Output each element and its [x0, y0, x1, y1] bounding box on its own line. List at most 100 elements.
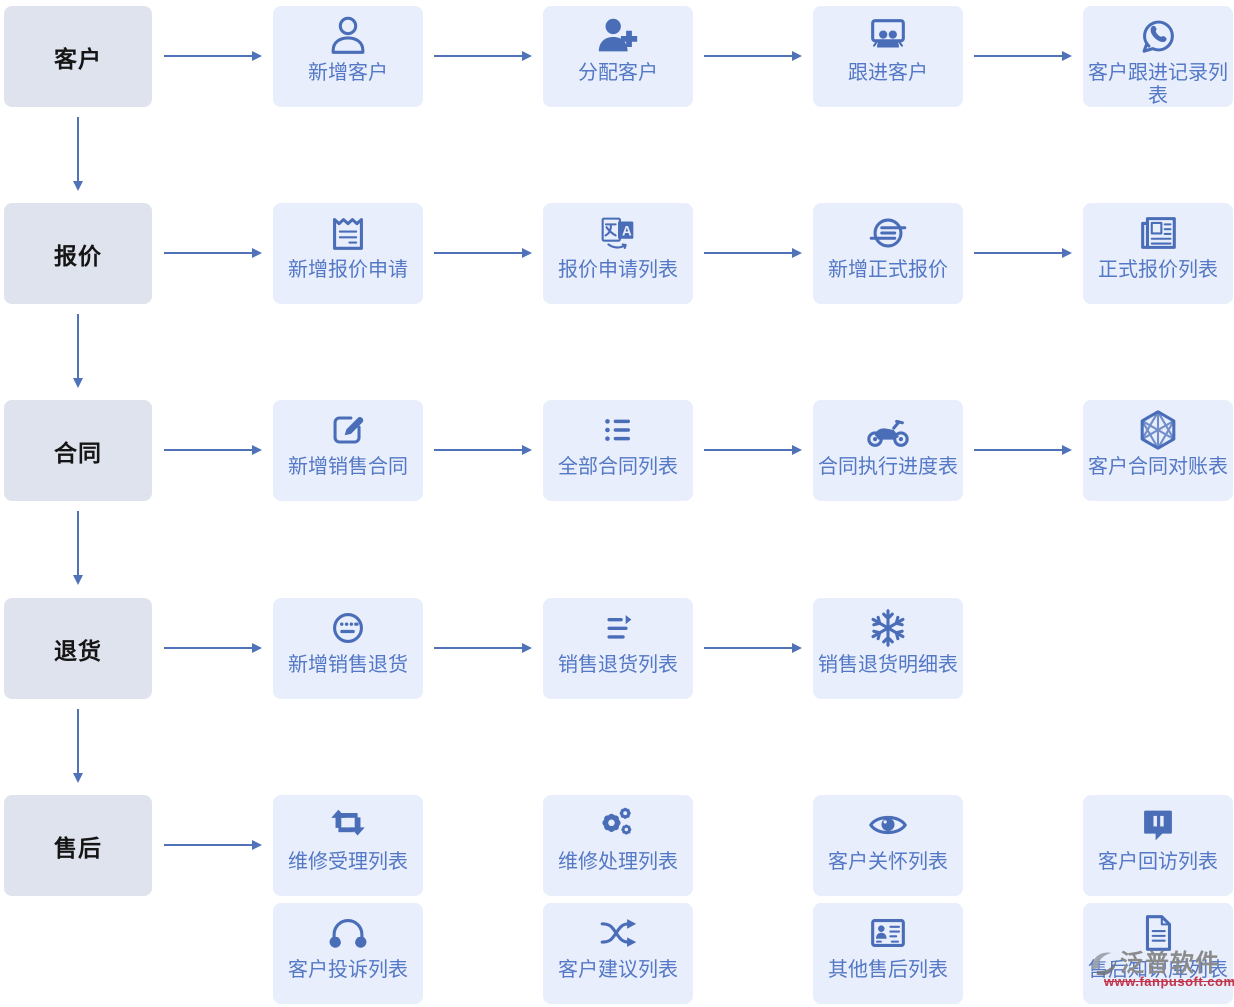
flow-node-contract-progress[interactable]: 合同执行进度表	[813, 400, 963, 501]
user-add-icon	[595, 13, 641, 59]
arrow-right	[704, 643, 802, 653]
flow-node-add-quote-request[interactable]: 新增报价申请	[273, 203, 423, 304]
flow-node-label: 售后知识库列表	[1088, 959, 1228, 981]
flow-node-label: 合同执行进度表	[818, 456, 958, 478]
flow-node-all-contracts-list[interactable]: 全部合同列表	[543, 400, 693, 501]
shuffle-icon	[595, 910, 641, 956]
flow-node-add-sales-contract[interactable]: 新增销售合同	[273, 400, 423, 501]
flow-node-aftersales-knowledge-list[interactable]: 售后知识库列表	[1083, 903, 1233, 1004]
flow-node-label: 报价申请列表	[558, 259, 678, 281]
stage-label-quote: 报价	[54, 242, 102, 269]
arrow-right	[164, 643, 262, 653]
arrow-down	[73, 709, 83, 783]
flow-node-label: 客户关怀列表	[828, 851, 948, 873]
id-card-icon	[865, 910, 911, 956]
flow-node-label: 跟进客户	[848, 62, 928, 84]
fanpu-logo-icon	[1086, 947, 1122, 981]
svg-text:A: A	[622, 223, 632, 238]
flow-node-label: 新增销售合同	[288, 456, 408, 478]
translate-icon: A	[595, 210, 641, 256]
arrow-right	[164, 51, 262, 61]
flow-node-other-aftersales-list[interactable]: 其他售后列表	[813, 903, 963, 1004]
flow-node-customer-care-list[interactable]: 客户关怀列表	[813, 795, 963, 896]
compose-icon	[325, 407, 371, 453]
flow-node-label: 新增客户	[308, 62, 388, 84]
flow-node-add-customer[interactable]: 新增客户	[273, 6, 423, 107]
flow-node-label: 客户建议列表	[558, 959, 678, 981]
flow-node-contract-statement[interactable]: 客户合同对账表	[1083, 400, 1233, 501]
flow-node-label: 其他售后列表	[828, 959, 948, 981]
flow-node-label: 正式报价列表	[1098, 259, 1218, 281]
arrow-right	[704, 51, 802, 61]
flow-node-label: 客户投诉列表	[288, 959, 408, 981]
flow-node-customer-suggestion-list[interactable]: 客户建议列表	[543, 903, 693, 1004]
stage-label-return: 退货	[54, 637, 102, 664]
circle-list-icon	[865, 210, 911, 256]
flow-node-assign-customer[interactable]: 分配客户	[543, 6, 693, 107]
flow-node-label: 新增销售退货	[288, 654, 408, 676]
keyboard-circle-icon	[325, 605, 371, 651]
eye-icon	[865, 802, 911, 848]
loop-arrows-icon	[325, 802, 371, 848]
arrow-right	[164, 840, 262, 850]
document-icon	[1135, 910, 1181, 956]
flow-node-label: 销售退货列表	[558, 654, 678, 676]
flow-node-repair-process-list[interactable]: 维修处理列表	[543, 795, 693, 896]
arrow-right	[434, 643, 532, 653]
flow-node-label: 维修受理列表	[288, 851, 408, 873]
flow-node-label: 销售退货明细表	[818, 654, 958, 676]
arrow-right	[164, 248, 262, 258]
flow-node-follow-record-list[interactable]: 客户跟进记录列表	[1083, 6, 1233, 107]
stage-label-customer: 客户	[54, 45, 102, 72]
flow-node-formal-quote-list[interactable]: 正式报价列表	[1083, 203, 1233, 304]
arrow-right	[434, 445, 532, 455]
stage-box-quote[interactable]: 报价	[4, 203, 152, 304]
flow-node-label: 全部合同列表	[558, 456, 678, 478]
receipt-icon	[325, 210, 371, 256]
arrow-right	[434, 51, 532, 61]
arrow-down	[73, 511, 83, 585]
arrow-right	[704, 248, 802, 258]
flow-node-label: 客户合同对账表	[1088, 456, 1228, 478]
watermark-url: www.fanpusoft.com	[1104, 974, 1234, 989]
watermark-brand: 泛普软件	[1120, 950, 1220, 977]
stage-box-contract[interactable]: 合同	[4, 400, 152, 501]
flow-node-label: 维修处理列表	[558, 851, 678, 873]
flow-node-follow-customer[interactable]: 跟进客户	[813, 6, 963, 107]
gears-icon	[595, 802, 641, 848]
flow-node-quote-request-list[interactable]: A 报价申请列表	[543, 203, 693, 304]
flow-node-label: 新增正式报价	[828, 259, 948, 281]
flow-node-sales-return-detail[interactable]: 销售退货明细表	[813, 598, 963, 699]
chat-bubble-icon	[1135, 802, 1181, 848]
flow-node-label: 新增报价申请	[288, 259, 408, 281]
flow-node-add-formal-quote[interactable]: 新增正式报价	[813, 203, 963, 304]
arrow-right	[974, 445, 1072, 455]
bullet-list-icon	[595, 407, 641, 453]
flow-node-repair-accept-list[interactable]: 维修受理列表	[273, 795, 423, 896]
presentation-people-icon	[865, 13, 911, 59]
user-outline-icon	[325, 13, 371, 59]
arrow-right	[974, 248, 1072, 258]
arrow-down	[73, 314, 83, 388]
snowflake-icon	[865, 605, 911, 651]
flow-node-sales-return-list[interactable]: 销售退货列表	[543, 598, 693, 699]
stage-label-aftersales: 售后	[54, 834, 102, 861]
headphones-icon	[325, 910, 371, 956]
flow-node-label: 客户跟进记录列表	[1088, 62, 1228, 107]
flow-node-label: 分配客户	[578, 62, 658, 84]
stage-box-aftersales[interactable]: 售后	[4, 795, 152, 896]
watermark: 泛普软件 www.fanpusoft.com	[1086, 947, 1234, 988]
stage-box-return[interactable]: 退货	[4, 598, 152, 699]
flow-node-add-sales-return[interactable]: 新增销售退货	[273, 598, 423, 699]
arrow-down	[73, 117, 83, 191]
arrow-right	[974, 51, 1072, 61]
arrow-right	[164, 445, 262, 455]
stage-box-customer[interactable]: 客户	[4, 6, 152, 107]
flow-node-customer-revisit-list[interactable]: 客户回访列表	[1083, 795, 1233, 896]
arrow-right	[704, 445, 802, 455]
newspaper-icon	[1135, 210, 1181, 256]
motorcycle-icon	[865, 407, 911, 453]
stage-label-contract: 合同	[54, 439, 102, 466]
flow-node-customer-complaint-list[interactable]: 客户投诉列表	[273, 903, 423, 1004]
